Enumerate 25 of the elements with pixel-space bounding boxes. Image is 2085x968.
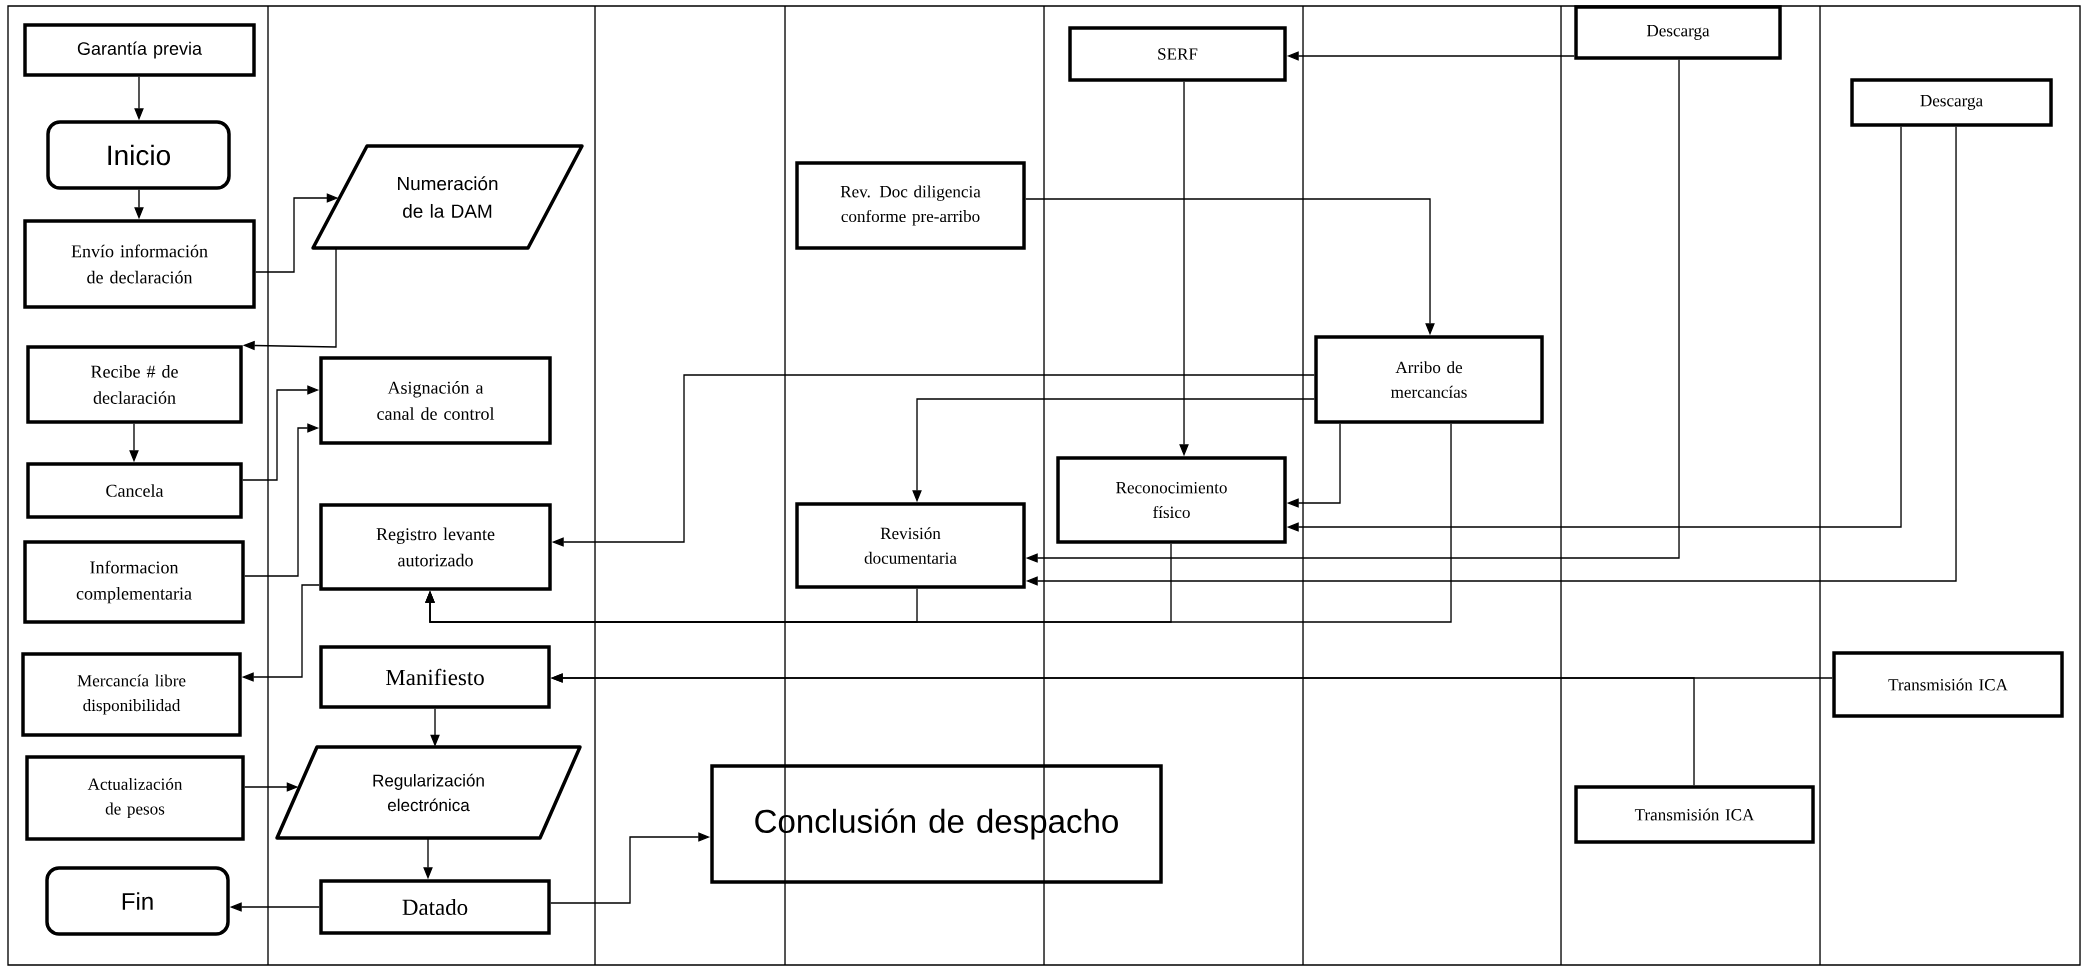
process-box: Manifiesto xyxy=(319,645,551,709)
process-box: SERF xyxy=(1068,26,1287,82)
process-box: Informacion complementaria xyxy=(23,540,245,624)
process-box: Revisión documentaria xyxy=(795,502,1026,589)
process-box: Reconocimiento físico xyxy=(1056,456,1287,544)
process-box: Transmisión ICA xyxy=(1574,785,1815,844)
process-box: Envío información de declaración xyxy=(23,219,256,309)
process-box: Asignación a canal de control xyxy=(319,356,552,445)
arrow xyxy=(425,543,1172,623)
process-box: Descarga xyxy=(1574,5,1782,60)
process-box: Cancela xyxy=(26,462,243,519)
terminal-box: Fin xyxy=(45,866,230,936)
process-box: Actualización de pesos xyxy=(25,755,245,841)
process-box: Datado xyxy=(319,879,551,935)
process-box: Recibe # de declaración xyxy=(26,345,243,424)
process-box: Garantía previa xyxy=(23,23,256,77)
terminal-box: Inicio xyxy=(46,120,231,190)
data-parallelogram: Numeración de la DAM xyxy=(311,144,584,250)
process-box: Mercancía libre disponibilidad xyxy=(21,652,242,737)
process-box: Arribo de mercancías xyxy=(1314,335,1544,424)
process-box: Registro levante autorizado xyxy=(319,503,552,591)
data-parallelogram: Regularización electrónica xyxy=(275,745,582,840)
process-box: Descarga xyxy=(1850,78,2053,127)
process-box: Rev. Doc diligencia conforme pre-arribo xyxy=(795,161,1026,250)
process-box: Transmisión ICA xyxy=(1832,651,2064,718)
